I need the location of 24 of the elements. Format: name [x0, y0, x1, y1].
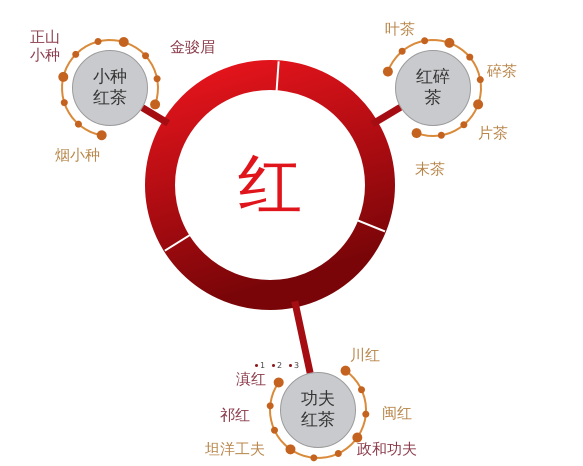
node-label: 小种红茶	[92, 67, 128, 109]
subtype-text: 片茶	[478, 124, 508, 142]
connector-line	[140, 104, 170, 126]
subtype-text: 坦洋工夫	[205, 440, 265, 458]
subtype-text: 末茶	[415, 160, 445, 178]
subtype-text: 政和功夫	[357, 440, 417, 458]
category-circle	[280, 372, 356, 448]
connector-line	[370, 104, 402, 128]
ring-node	[145, 60, 395, 310]
center-text: 红	[238, 150, 302, 220]
node-label: 红碎茶	[415, 67, 451, 109]
subtype-text: 滇红	[236, 370, 266, 388]
subtype-text: 闽红	[382, 404, 412, 422]
subtype-text: 烟小种	[55, 146, 100, 164]
category-circle	[395, 50, 471, 126]
connector-line	[291, 300, 314, 374]
category-circle	[72, 50, 148, 126]
subtype-text: 正山小种	[30, 28, 61, 64]
subtype-text: 川红	[350, 346, 380, 364]
subtype-text: 叶茶	[385, 20, 415, 38]
node-label: 功夫红茶	[300, 389, 336, 431]
subtype-text: 金骏眉	[170, 38, 215, 56]
subtype-text: 祁红	[220, 406, 250, 424]
subtype-text: 碎茶	[487, 62, 517, 80]
